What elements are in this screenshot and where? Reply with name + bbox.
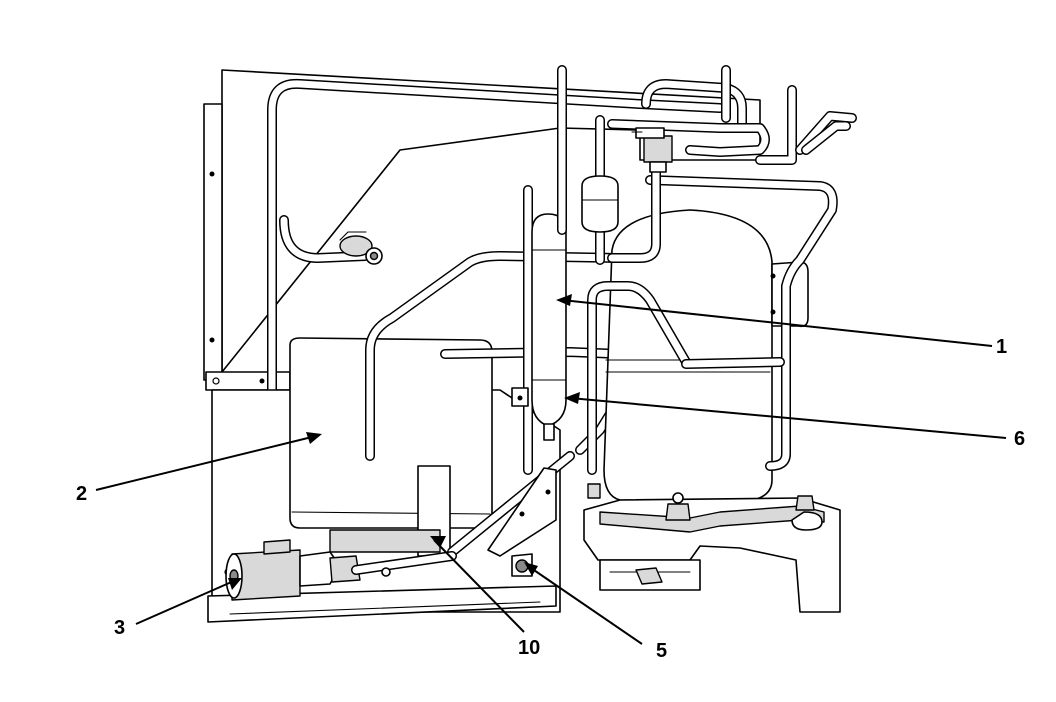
leader-6 [569, 397, 1007, 439]
compressor-pipes [587, 125, 838, 475]
leader-3 [135, 579, 237, 625]
callout-5: 5 [656, 640, 667, 662]
pressure-control-unit [225, 539, 457, 601]
leader-2 [95, 435, 317, 491]
leader-10 [433, 539, 525, 633]
callout-labels: 1 2 3 5 6 10 [76, 336, 1025, 662]
base-fittings [587, 483, 823, 585]
callout-10: 10 [518, 637, 540, 659]
callout-leaders [95, 294, 1007, 645]
arrowhead-5 [524, 562, 538, 576]
leader-5 [527, 565, 643, 645]
top-right-pipes [607, 65, 857, 165]
arrowhead-1 [556, 294, 572, 306]
left-service-valve [339, 231, 383, 265]
callout-2: 2 [76, 483, 87, 505]
vertical-accumulator [511, 65, 567, 475]
callout-3: 3 [114, 617, 125, 639]
arrowhead-2 [306, 432, 322, 444]
horizontal-receiver-tank [289, 337, 493, 557]
arrowhead-10 [430, 536, 446, 548]
diagonal-brace [447, 451, 575, 557]
callout-1: 1 [996, 336, 1007, 358]
solenoid-valve [631, 127, 673, 173]
filter-drier [581, 115, 619, 265]
top-left-pipe-loop [267, 78, 725, 425]
arrowhead-6 [564, 392, 580, 404]
leader-1 [561, 299, 993, 347]
arrowhead-3 [228, 578, 242, 590]
callout-6: 6 [1014, 428, 1025, 450]
